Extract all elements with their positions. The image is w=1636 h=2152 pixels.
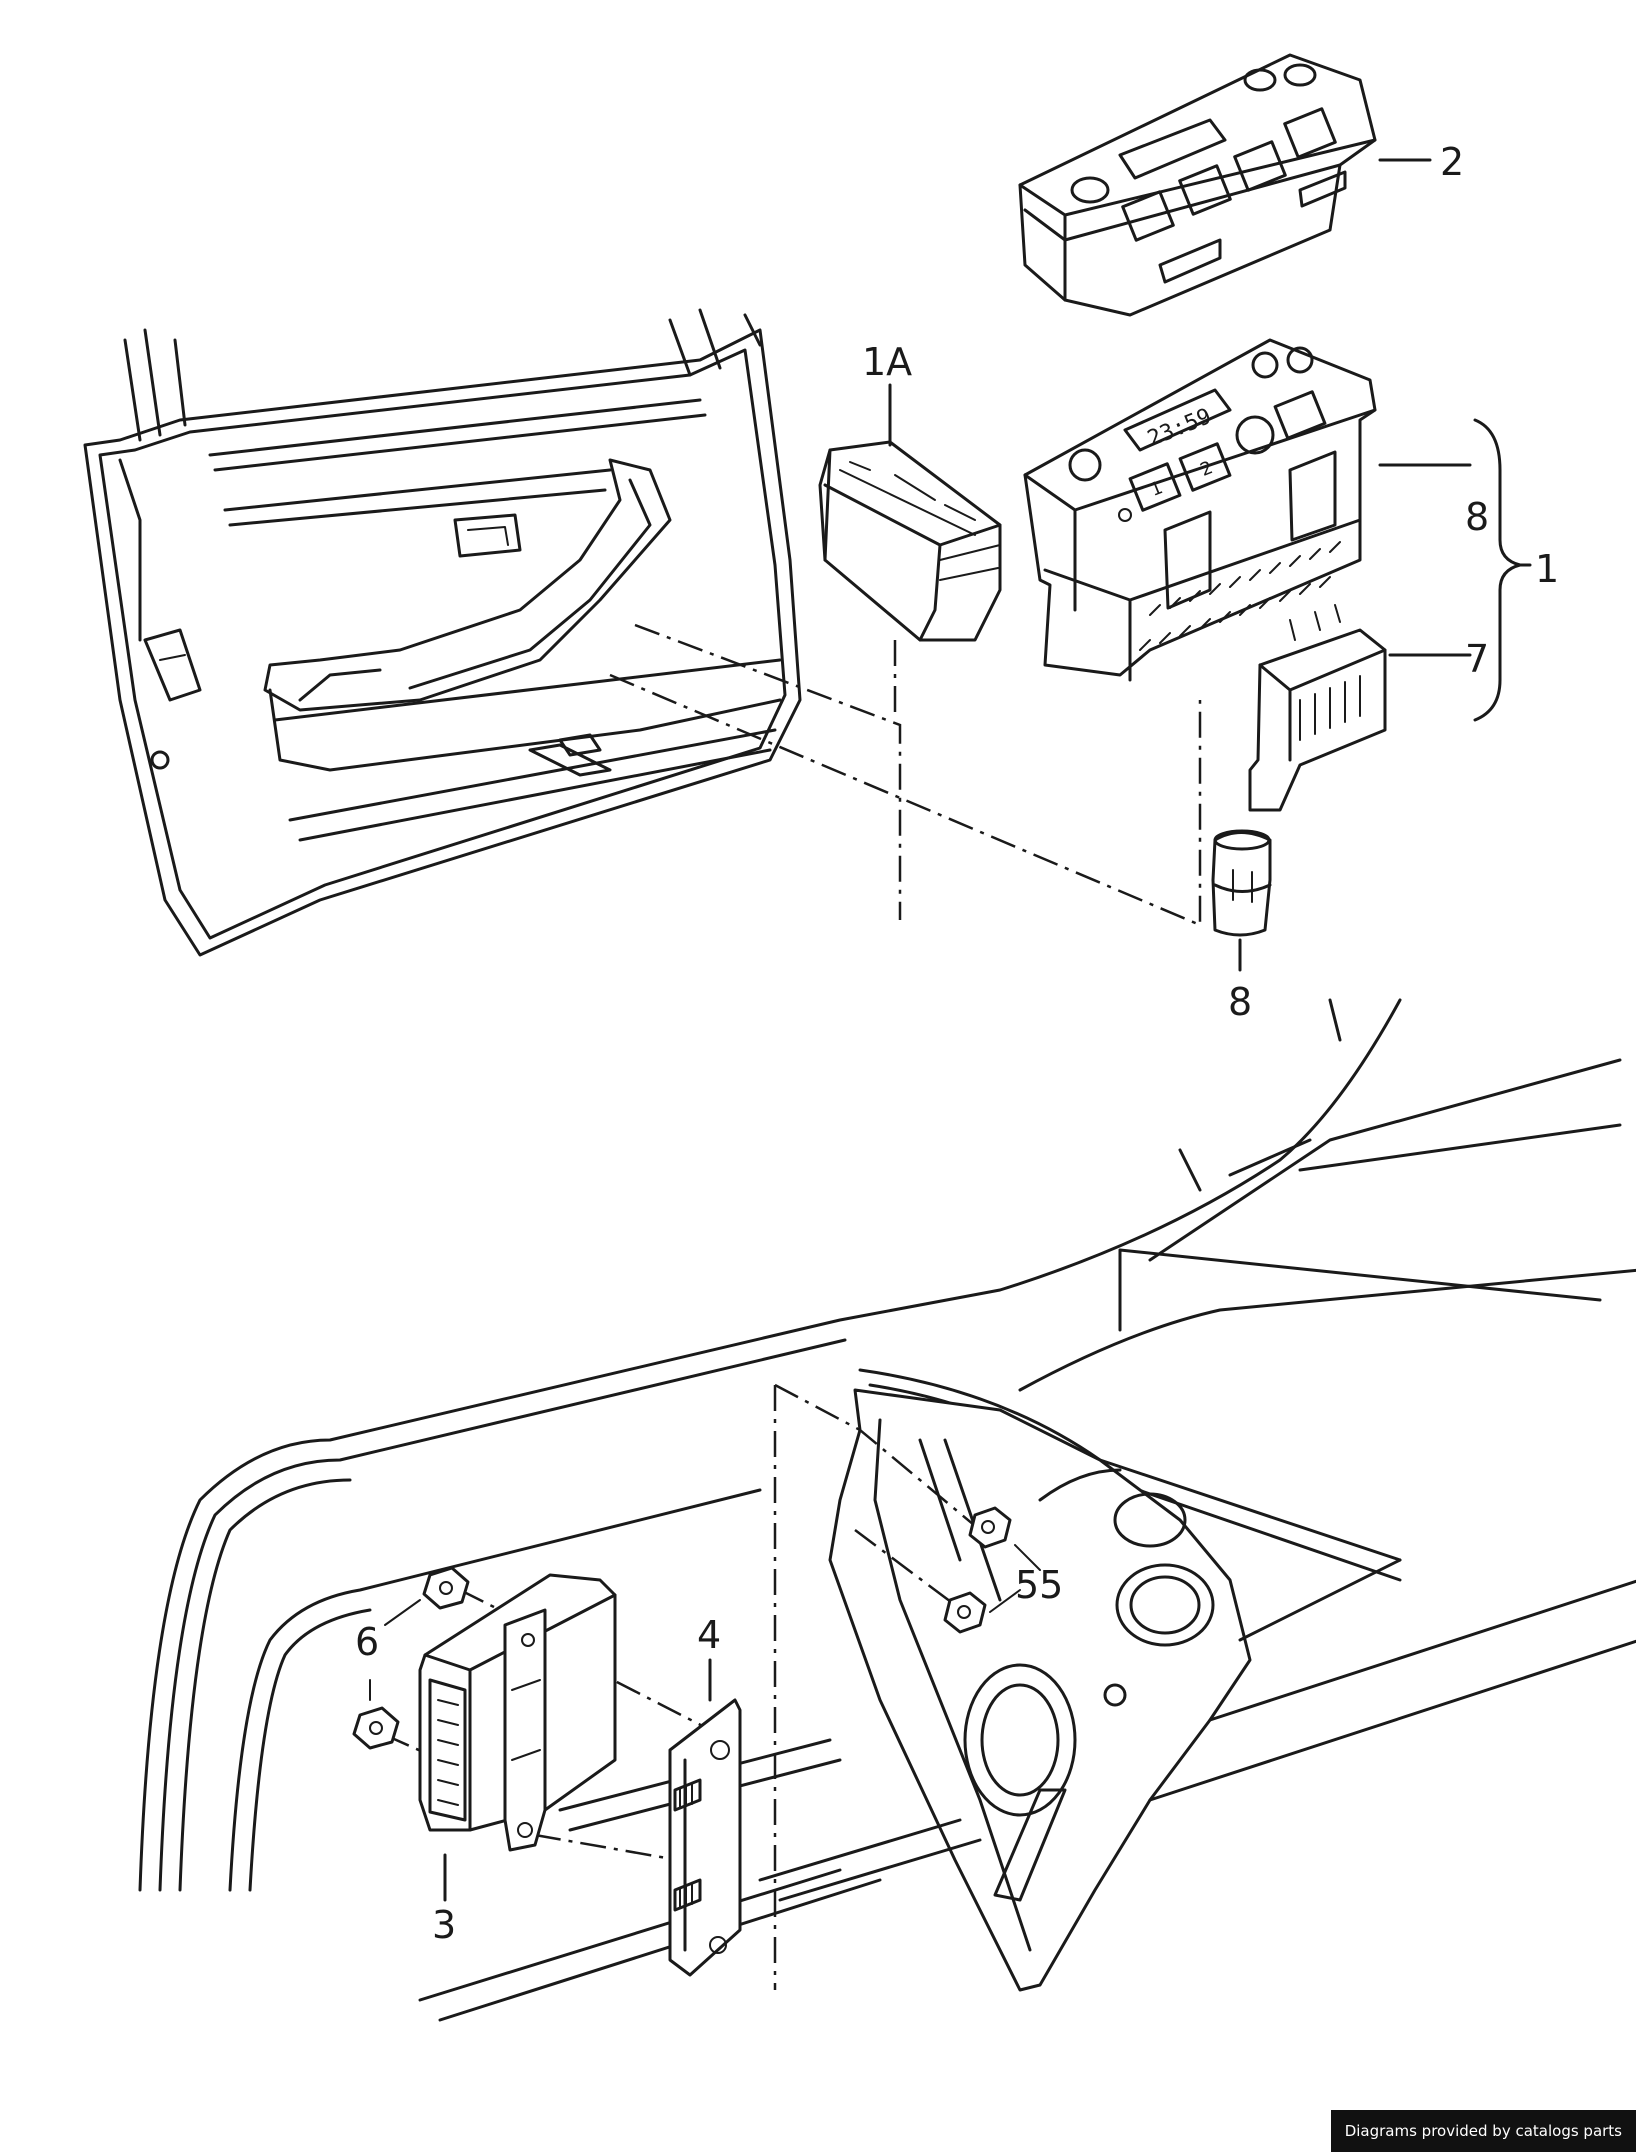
callout-2: 2 — [1440, 140, 1464, 184]
nut-6-upper — [422, 1566, 470, 1610]
callout-8-plug: 8 — [1228, 980, 1252, 1024]
callout-55: 55 — [1015, 1563, 1063, 1607]
leader-55-upper — [1014, 1544, 1041, 1571]
leader-plug-to-door — [609, 673, 1202, 927]
nut-55-lower — [943, 1591, 987, 1634]
leader-nut-upper — [459, 1588, 501, 1612]
callout-6: 6 — [355, 1620, 379, 1664]
control-unit-part-2 — [1018, 53, 1377, 317]
leader-55-lower — [989, 1589, 1021, 1613]
callout-8-bracket: 8 — [1465, 495, 1489, 539]
nut-55-upper — [968, 1506, 1012, 1549]
leader-bolts-55 — [774, 1383, 981, 1531]
door-panel — [83, 308, 802, 957]
leader-module-bracket-bottom — [534, 1833, 736, 1872]
callout-7: 7 — [1465, 637, 1489, 681]
callout-4: 4 — [697, 1613, 721, 1657]
leader-bolt-lower — [854, 1529, 956, 1606]
leader-6-upper — [384, 1599, 421, 1626]
control-unit-part-1 — [1023, 338, 1377, 682]
plug-part-8 — [1211, 829, 1272, 972]
module-part-3 — [418, 1573, 617, 1902]
callout-1a: 1A — [862, 340, 912, 384]
trunk-body — [138, 998, 1636, 2022]
bracket-part-4 — [668, 1658, 742, 1977]
callout-3: 3 — [432, 1903, 456, 1947]
leader-switch-to-door — [634, 623, 902, 920]
nut-6-lower — [352, 1706, 400, 1750]
switch-part-1a — [818, 440, 1002, 642]
credit-label: Diagrams provided by catalogs parts — [1330, 2110, 1636, 2152]
callout-1: 1 — [1535, 547, 1559, 591]
connector-part-7 — [1248, 604, 1472, 812]
